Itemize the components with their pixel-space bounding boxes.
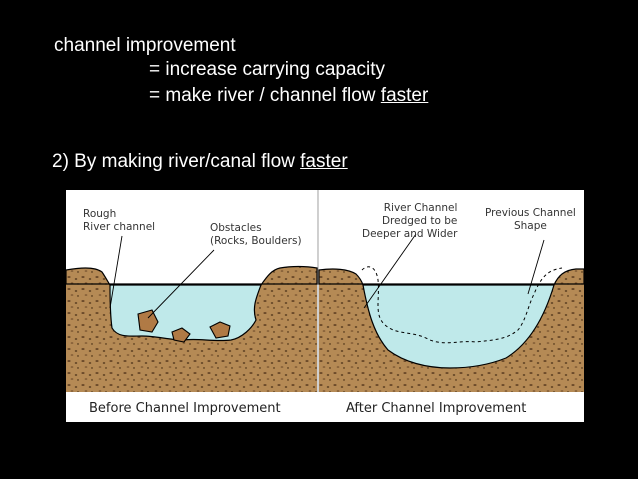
equation-faster: = make river / channel flow faster [149, 86, 428, 105]
equation-capacity: = increase carrying capacity [149, 60, 385, 79]
label-obstacles: Obstacles (Rocks, Boulders) [210, 222, 302, 248]
equation-faster-text: = make river / channel flow [149, 85, 381, 106]
label-obstacles-line2: (Rocks, Boulders) [210, 235, 302, 247]
label-rough-channel-line2: River channel [83, 221, 156, 233]
label-previous-shape-line1: Previous Channel [485, 207, 576, 219]
point-2-emphasis: faster [300, 151, 348, 172]
after-water [362, 284, 555, 369]
before-banks [66, 265, 318, 286]
label-dredged-line2: Dredged to be [381, 215, 458, 227]
label-rough-channel: Rough River channel [83, 208, 155, 234]
boulder-3 [209, 321, 231, 339]
label-previous-shape: Previous Channel Shape [485, 207, 576, 233]
label-dredged-line3: Deeper and Wider [362, 228, 458, 240]
dredged-pointer [363, 233, 417, 309]
obstacles-pointer [147, 249, 215, 319]
label-previous-shape-line2: Shape [513, 220, 547, 232]
caption-before: Before Channel Improvement [89, 401, 281, 416]
channel-diagram: Rough River channel Obstacles (Rocks, Bo… [66, 190, 584, 422]
label-rough-channel-line1: Rough [83, 208, 117, 220]
before-panel [66, 235, 318, 392]
point-2: 2) By making river/canal flow faster [52, 152, 348, 171]
previous-channel-outline [361, 266, 563, 344]
boulder-2 [171, 327, 191, 343]
caption-strip [66, 392, 584, 422]
equation-capacity-text: = increase carrying capacity [149, 59, 386, 80]
after-panel [318, 233, 584, 392]
label-dredged-line1: River Channel [383, 202, 458, 214]
after-banks [318, 268, 584, 286]
previous-shape-pointer [527, 239, 545, 295]
equation-faster-emphasis: faster [380, 85, 429, 106]
slide-title: channel improvement [54, 35, 236, 56]
label-obstacles-line1: Obstacles [210, 222, 262, 234]
channel-diagram-svg [66, 190, 584, 422]
caption-after: After Channel Improvement [346, 401, 527, 416]
boulder-1 [137, 309, 159, 333]
point-2-text: 2) By making river/canal flow [52, 151, 301, 172]
rough-channel-pointer [109, 235, 123, 309]
label-dredged: River Channel Dredged to be Deeper and W… [362, 202, 457, 241]
